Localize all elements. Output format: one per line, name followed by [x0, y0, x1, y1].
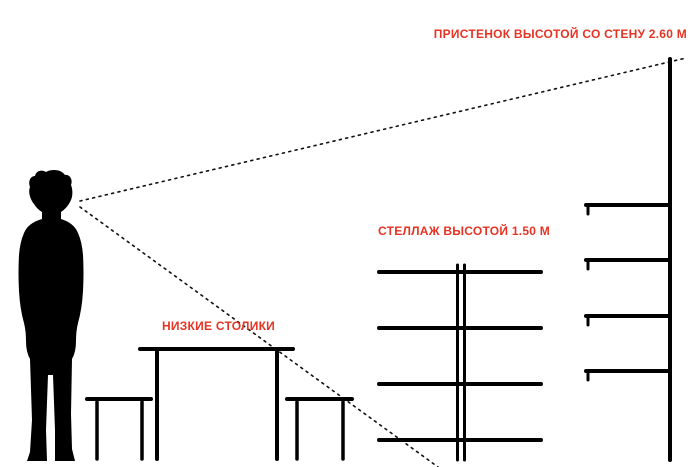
label-shelf-unit-height: СТЕЛЛАЖ ВЫСОТОЙ 1.50 М — [378, 224, 551, 238]
sight-line-lower-icon — [79, 206, 439, 467]
label-wall-unit-height: ПРИСТЕНОК ВЫСОТОЙ СО СТЕНУ 2.60 М — [433, 27, 687, 41]
shelf-unit-group — [377, 263, 543, 462]
sight-lines — [79, 57, 687, 467]
person-silhouette-icon — [18, 170, 84, 462]
label-low-tables: НИЗКИЕ СТОЛИКИ — [162, 319, 276, 333]
wall-unit-group — [584, 57, 672, 462]
sight-line-upper-icon — [79, 57, 687, 202]
low-tables-group — [85, 347, 354, 461]
